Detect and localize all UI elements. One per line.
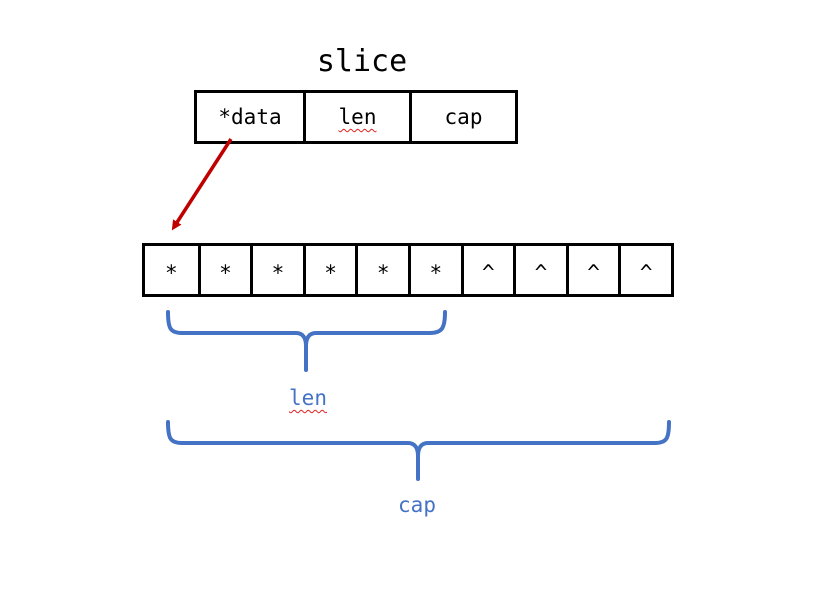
array-cell: *	[250, 246, 303, 294]
len-field-label: len	[338, 105, 377, 129]
data-pointer-field: *data	[218, 105, 282, 129]
cap-brace	[166, 420, 671, 481]
array-cell: *	[407, 246, 461, 294]
array-cell: ^	[565, 246, 619, 294]
cap-brace-label: cap	[398, 493, 436, 517]
slice-title: slice	[316, 44, 408, 79]
pointer-arrow	[171, 138, 233, 231]
array-cell: *	[302, 246, 356, 294]
len-field: len	[303, 93, 409, 141]
slice-header-struct: *data len cap	[194, 90, 518, 144]
backing-array: * * * * * * ^ ^ ^ ^	[142, 243, 674, 297]
len-brace-label: len	[268, 384, 348, 412]
array-cell: *	[355, 246, 408, 294]
cap-field: cap	[409, 93, 515, 141]
len-brace-label-text: len	[289, 386, 327, 410]
array-cell: ^	[513, 246, 566, 294]
array-cell: ^	[460, 246, 514, 294]
array-cell: ^	[618, 246, 671, 294]
array-cell: *	[164, 261, 178, 285]
array-cell: *	[197, 246, 251, 294]
len-brace	[166, 310, 447, 372]
